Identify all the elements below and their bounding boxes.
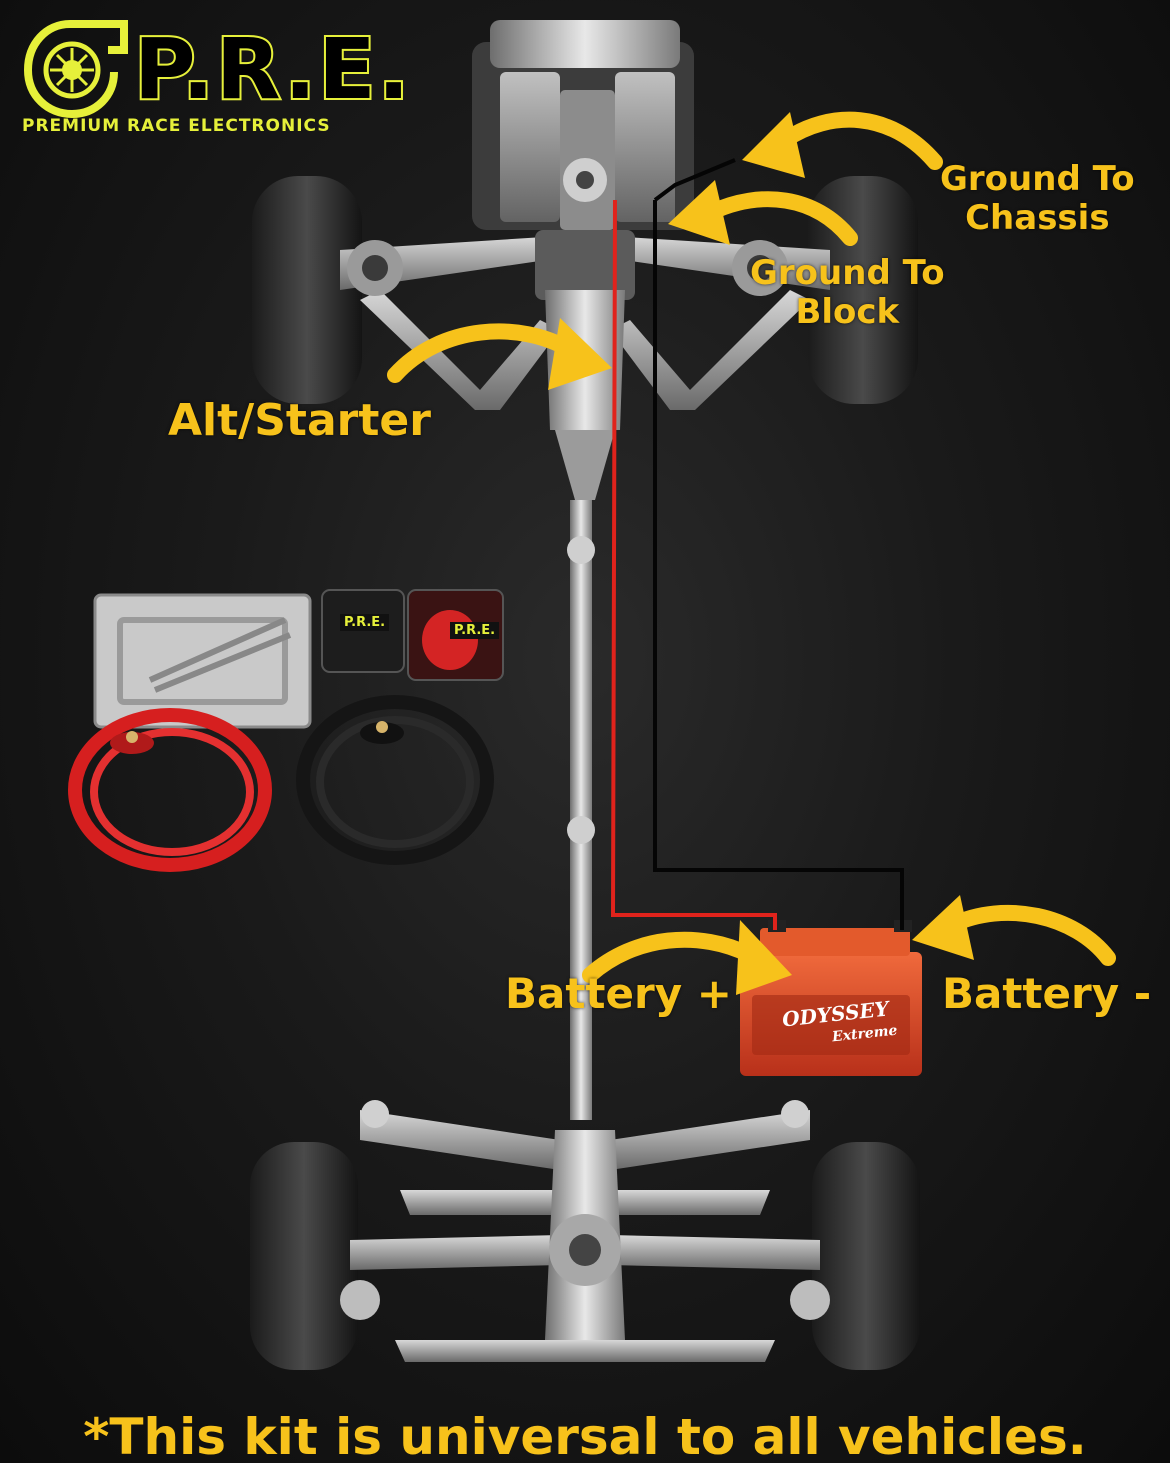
kit-bag-label-red: P.R.E. — [450, 622, 500, 639]
ground-to-block-label: Ground To Block — [750, 253, 945, 333]
cable-kit — [68, 589, 504, 872]
ground-to-block-line-1: Ground To — [750, 253, 945, 293]
driveshaft — [567, 500, 595, 1120]
curved-arrow-icon — [387, 111, 1116, 983]
engine — [472, 20, 694, 300]
battery-negative-label: Battery - — [942, 969, 1152, 1018]
ground-to-block-line-2: Block — [795, 292, 900, 333]
chassis-ground-cable — [653, 158, 736, 202]
alt-starter-label: Alt/Starter — [168, 395, 431, 446]
front-suspension — [340, 236, 830, 410]
ground-to-chassis-line-2: Chassis — [965, 198, 1110, 239]
logo-wordmark: P.R.E. — [132, 18, 412, 120]
turbo-icon — [23, 20, 128, 119]
negative-cable — [653, 200, 904, 930]
arrow-heads — [548, 112, 974, 995]
positive-cable — [610, 199, 777, 930]
front-left-tire — [252, 176, 362, 404]
battery-positive-label: Battery + — [505, 969, 732, 1018]
rear-right-tire — [812, 1142, 920, 1370]
battery — [740, 920, 922, 1076]
kit-bag-label-black: P.R.E. — [340, 614, 390, 631]
universal-kit-footnote: *This kit is universal to all vehicles. — [83, 1408, 1087, 1463]
pre-logo: P.R.E. PREMIUM RACE ELECTRONICS — [14, 14, 424, 138]
logo-tagline: PREMIUM RACE ELECTRONICS — [22, 116, 331, 136]
rear-left-tire — [250, 1142, 358, 1370]
ground-to-chassis-line-1: Ground To — [940, 159, 1135, 199]
ground-to-chassis-label: Ground To Chassis — [940, 159, 1135, 239]
rear-suspension — [340, 1100, 830, 1362]
